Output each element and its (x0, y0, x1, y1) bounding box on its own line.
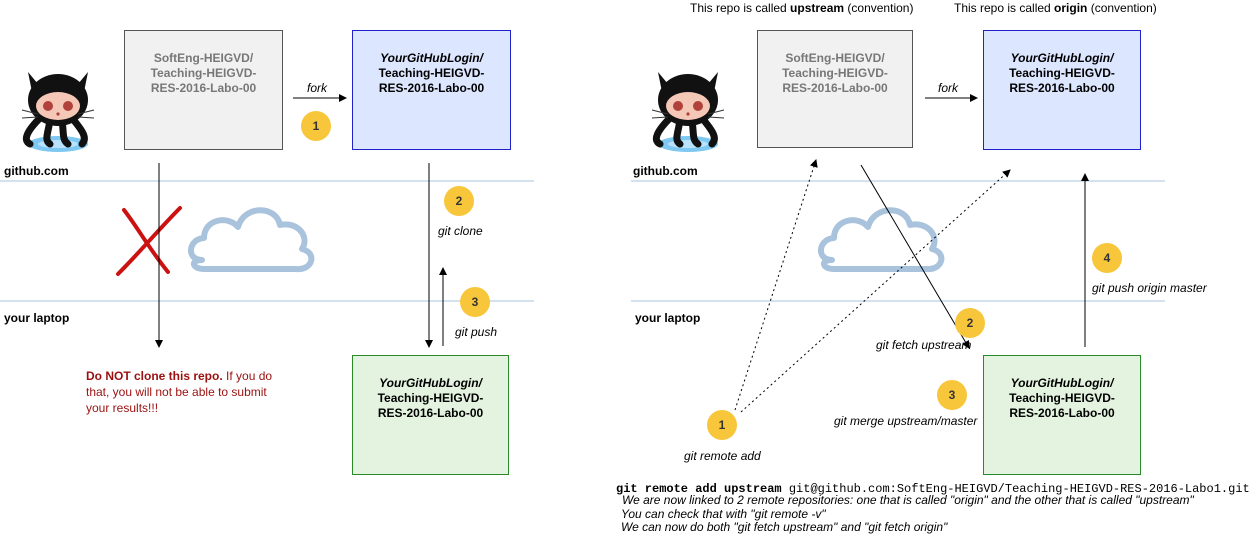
remote-add-upstream-link (734, 159, 818, 411)
cloud-icon (818, 207, 945, 273)
repo-name-line: RES-2016-Labo-00 (150, 81, 257, 95)
command-url: git@github.com:SoftEng-HEIGVD/Teaching-H… (781, 482, 1250, 496)
step-badge-3: 3 (937, 380, 967, 410)
repo-name-line: Teaching-HEIGVD- (377, 391, 484, 405)
fetch-label: git fetch upstream (876, 338, 972, 352)
caption-name: upstream (790, 1, 845, 15)
repo-owner: YourGitHubLogin/ (1010, 376, 1114, 390)
merge-label: git merge upstream/master (834, 414, 978, 428)
connector-layer (0, 72, 1165, 413)
x-mark-icon (116, 206, 182, 276)
octocat-icon (651, 72, 725, 152)
step-badge-1: 1 (707, 410, 737, 440)
remote-add-origin-link (740, 169, 1011, 413)
repo-owner: SoftEng-HEIGVD/ (785, 51, 885, 65)
step-badge-3: 3 (460, 287, 490, 317)
remote-add-command: git remote add upstream git@github.com:S… (616, 481, 1250, 496)
github-label: github.com (4, 164, 69, 178)
caption-prefix: This repo is called (954, 1, 1055, 15)
origin-repo-box-right: YourGitHubLogin/ Teaching-HEIGVD- RES-20… (983, 30, 1141, 150)
command-note: We are now linked to 2 remote repositori… (622, 493, 1194, 507)
fork-repo-box-left: YourGitHubLogin/ Teaching-HEIGVD- RES-20… (352, 30, 511, 150)
repo-name-line: RES-2016-Labo-00 (378, 81, 485, 95)
repo-name-line: RES-2016-Labo-00 (1009, 81, 1115, 95)
repo-name-line: Teaching-HEIGVD- (1009, 66, 1115, 80)
command-keyword: git remote add upstream (616, 482, 782, 496)
step-badge-1: 1 (301, 111, 331, 141)
laptop-label: your laptop (4, 311, 70, 325)
push-label: git push (455, 325, 498, 339)
fork-label: fork (307, 81, 328, 95)
repo-name-line: RES-2016-Labo-00 (377, 406, 484, 420)
clone-warning: Do NOT clone this repo. If you do that, … (86, 368, 276, 416)
repo-owner: YourGitHubLogin/ (380, 51, 483, 65)
laptop-label: your laptop (635, 311, 701, 325)
repo-name-line: Teaching-HEIGVD- (150, 66, 257, 80)
caption-prefix: This repo is called (690, 1, 791, 15)
command-note: We can now do both "git fetch upstream" … (621, 520, 948, 534)
remote-add-label: git remote add (684, 449, 761, 463)
fetch-arrow (860, 164, 970, 349)
repo-owner: YourGitHubLogin/ (379, 376, 482, 390)
warning-text: If you do that, you will not be able to … (86, 369, 273, 415)
upstream-caption: This repo is called upstream (convention… (690, 1, 913, 15)
push-origin-label: git push origin master (1092, 281, 1207, 295)
upstream-repo-box-left: SoftEng-HEIGVD/ Teaching-HEIGVD- RES-201… (124, 30, 283, 150)
local-repo-box-left: YourGitHubLogin/ Teaching-HEIGVD- RES-20… (352, 355, 509, 475)
repo-name-line: RES-2016-Labo-00 (782, 81, 888, 95)
clone-label: git clone (438, 224, 483, 238)
repo-name-line: Teaching-HEIGVD- (782, 66, 888, 80)
origin-caption: This repo is called origin (convention) (954, 1, 1157, 15)
local-repo-box-right: YourGitHubLogin/ Teaching-HEIGVD- RES-20… (983, 355, 1141, 475)
repo-name-line: Teaching-HEIGVD- (1009, 391, 1115, 405)
octocat-icon (21, 72, 95, 152)
repo-name-line: RES-2016-Labo-00 (1009, 406, 1115, 420)
step-badge-2: 2 (955, 308, 985, 338)
github-label: github.com (633, 164, 698, 178)
step-badge-2: 2 (444, 186, 474, 216)
step-badge-4: 4 (1092, 243, 1122, 273)
command-note: You can check that with "git remote -v" (621, 507, 826, 521)
repo-owner: SoftEng-HEIGVD/ (153, 51, 254, 65)
repo-owner: YourGitHubLogin/ (1010, 51, 1114, 65)
cloud-icon (188, 207, 315, 273)
caption-suffix: (convention) (844, 1, 914, 15)
upstream-repo-box-right: SoftEng-HEIGVD/ Teaching-HEIGVD- RES-201… (757, 30, 913, 148)
warning-emphasis: Do NOT clone this repo. (86, 369, 223, 383)
caption-suffix: (convention) (1087, 1, 1157, 15)
fork-label: fork (938, 81, 959, 95)
caption-name: origin (1054, 1, 1088, 15)
repo-name-line: Teaching-HEIGVD- (378, 66, 485, 80)
